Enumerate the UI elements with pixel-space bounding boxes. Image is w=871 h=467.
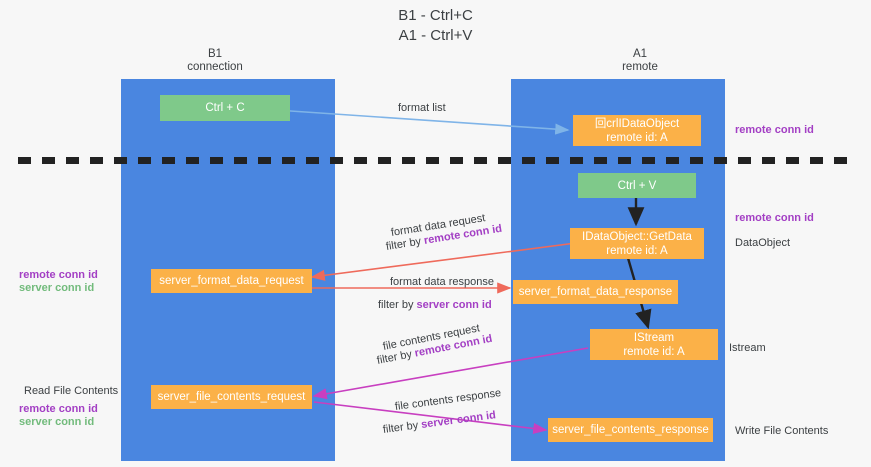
left-label-server-conn-id-bottom: server conn id [19, 416, 95, 428]
left-label-server-conn-id-top: server conn id [19, 282, 95, 294]
filter-prefix: filter by [382, 419, 422, 436]
right-label-remote-conn-id-middle: remote conn id [735, 212, 814, 224]
node-idataobject-remote[interactable]: 回crlIDataObject remote id: A [573, 115, 701, 146]
section-divider [18, 157, 853, 164]
node-server-file-contents-response-label: server_file_contents_response [552, 424, 709, 436]
left-label-remote-conn-id-top: remote conn id [19, 269, 98, 281]
page-title: B1 - Ctrl+C A1 - Ctrl+V [398, 7, 473, 44]
node-server-format-data-response[interactable]: server_format_data_response [513, 280, 678, 304]
edge-filter-format-data-response: filter by server conn id [378, 298, 492, 312]
node-server-file-contents-request[interactable]: server_file_contents_request [151, 385, 312, 409]
node-idataobject-remote-label: 回crlIDataObject remote id: A [594, 117, 680, 144]
right-label-istream: Istream [729, 342, 766, 354]
left-label-read-file-contents: Read File Contents [24, 385, 119, 397]
node-server-format-data-request-label: server_format_data_request [159, 275, 304, 287]
filter-key: server conn id [416, 299, 492, 311]
node-idataobject-getdata-label: IDataObject::GetData remote id: A [582, 230, 692, 257]
node-server-format-data-request[interactable]: server_format_data_request [151, 269, 312, 293]
node-istream-remote[interactable]: IStream remote id: A [590, 329, 718, 360]
filter-prefix: filter by [378, 299, 417, 311]
node-ctrl-v-label: Ctrl + V [617, 179, 657, 192]
node-idataobject-getdata[interactable]: IDataObject::GetData remote id: A [570, 228, 704, 259]
node-server-file-contents-request-label: server_file_contents_request [157, 391, 306, 403]
node-ctrl-c[interactable]: Ctrl + C [160, 95, 290, 121]
node-ctrl-v[interactable]: Ctrl + V [578, 173, 696, 198]
edge-label-format-list: format list [398, 102, 446, 114]
right-label-write-file-contents: Write File Contents [735, 425, 829, 437]
node-server-format-data-response-label: server_format_data_response [518, 286, 673, 298]
node-istream-remote-label: IStream remote id: A [623, 331, 685, 358]
right-label-remote-conn-id-top: remote conn id [735, 124, 814, 136]
filter-prefix: filter by [375, 347, 416, 367]
filter-key: server conn id [420, 409, 497, 431]
column-header-b1: B1 connection [187, 48, 243, 73]
column-header-a1: A1 remote [622, 48, 658, 73]
right-label-dataobject: DataObject [735, 237, 791, 249]
node-server-file-contents-response[interactable]: server_file_contents_response [548, 418, 713, 442]
edge-label-format-data-response: format data response [390, 276, 494, 288]
left-label-remote-conn-id-bottom: remote conn id [19, 403, 98, 415]
node-ctrl-c-label: Ctrl + C [205, 102, 245, 114]
